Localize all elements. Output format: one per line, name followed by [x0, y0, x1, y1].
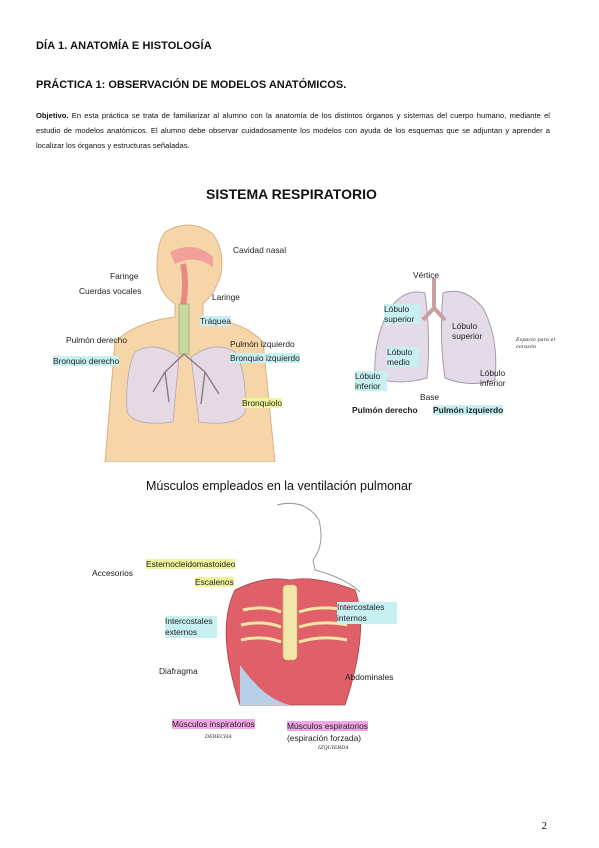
label-musculos-inspiratorios: Músculos inspiratorios — [172, 719, 255, 729]
label-lobulo-superior-derecho: Lóbulo superior — [384, 304, 420, 324]
objective-text: En esta práctica se trata de familiariza… — [36, 111, 550, 150]
label-accesorios: Accesorios — [92, 568, 133, 578]
label-bronquiolo: Bronquiolo — [242, 398, 283, 408]
muscles-title: Músculos empleados en la ventilación pul… — [146, 479, 413, 493]
label-cavidad-nasal: Cavidad nasal — [233, 245, 287, 255]
label-faringe: Faringe — [110, 271, 139, 281]
label-lobulo-medio: Lóbulo medio — [387, 347, 419, 367]
label-intercostales-externos: Intercostales externos — [165, 616, 217, 638]
respiratory-title: SISTEMA RESPIRATORIO — [206, 186, 377, 202]
label-intercostales-internos: Intercostales internos — [337, 602, 397, 624]
label-base: Base — [420, 392, 440, 402]
label-pulmon-derecho: Pulmón derecho — [66, 335, 127, 345]
handwritten-note-heart-space: Espacio para el corazón — [516, 337, 556, 350]
label-escalenos: Escalenos — [195, 577, 234, 587]
label-laringe: Laringe — [212, 292, 240, 302]
label-traquea: Tráquea — [200, 316, 231, 326]
label-lobulo-inferior-izquierdo: Lóbulo inferior — [480, 368, 506, 388]
label-pulmon-izquierdo: Pulmón izquierdo — [230, 339, 295, 349]
label-pulmon-izquierdo-lungs: Pulmón izquierdo — [433, 405, 504, 415]
label-bronquio-izquierdo: Bronquio izquierdo — [230, 353, 300, 363]
handwritten-note-izquierda: IZQUIERDA — [318, 745, 349, 751]
handwritten-note-derecha: DERECHA — [205, 734, 232, 740]
objective-paragraph: Objetivo. En esta práctica se trata de f… — [36, 108, 550, 153]
label-esternocleidomastoideo: Esternocleidomastoideo — [146, 559, 236, 569]
practice-title: PRÁCTICA 1: OBSERVACIÓN DE MODELOS ANATÓ… — [36, 79, 347, 91]
respiratory-body-illustration — [104, 224, 276, 462]
label-bronquio-derecho: Bronquio derecho — [53, 356, 120, 366]
label-diafragma: Diafragma — [159, 666, 198, 676]
page-number: 2 — [541, 820, 548, 832]
label-cuerdas-vocales: Cuerdas vocales — [79, 286, 142, 296]
label-musculos-espiratorios: Músculos espiratorios — [287, 721, 368, 731]
label-pulmon-derecho-lungs: Pulmón derecho — [352, 405, 418, 415]
label-lobulo-inferior-derecho: Lóbulo inferior — [355, 371, 387, 391]
label-espiracion-forzada: (espiración forzada) — [287, 733, 362, 743]
label-abdominales: Abdominales — [345, 672, 394, 682]
day-title: DÍA 1. ANATOMÍA E HISTOLOGÍA — [36, 40, 212, 52]
label-vertice: Vértice — [413, 270, 440, 280]
label-lobulo-superior-izquierdo: Lóbulo superior — [452, 321, 483, 341]
objective-label: Objetivo. — [36, 111, 69, 120]
